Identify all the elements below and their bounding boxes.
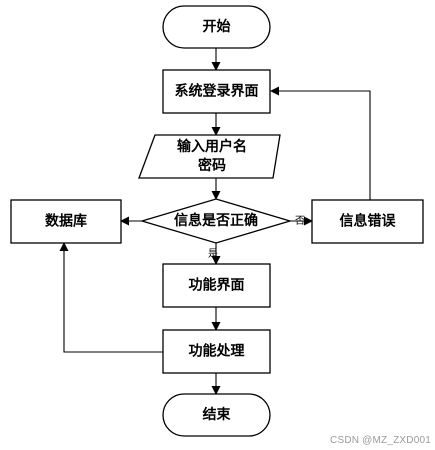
- edge-error-to-login: [270, 86, 371, 200]
- check-decision-diamond: [139, 198, 293, 244]
- edge-label-yes: 是: [208, 248, 218, 260]
- login-label: 系统登录界面: [175, 83, 259, 100]
- end-terminal: [162, 393, 271, 437]
- process-label: 功能处理: [189, 343, 245, 360]
- input-label-line2: 密码: [197, 157, 226, 174]
- login-process-box: [162, 69, 271, 114]
- edge-label-no: 否: [295, 215, 305, 227]
- start-terminal: [162, 5, 271, 49]
- watermark-text: CSDN @MZ_ZXD001: [330, 435, 431, 446]
- check-label: 信息是否正确: [174, 212, 258, 229]
- input-credentials-parallelogram: [138, 134, 281, 179]
- database-label: 数据库: [45, 213, 87, 230]
- function-ui-box: [162, 263, 271, 308]
- end-label: 结束: [203, 406, 232, 423]
- error-box: [311, 199, 424, 244]
- input-label-line1: 输入用户名: [177, 138, 247, 155]
- start-label: 开始: [203, 18, 231, 35]
- error-label: 信息错误: [340, 213, 397, 230]
- edge-process-to-database: [59, 242, 163, 353]
- process-box: [162, 329, 271, 374]
- database-box: [10, 199, 122, 244]
- function-ui-label: 功能界面: [189, 277, 245, 294]
